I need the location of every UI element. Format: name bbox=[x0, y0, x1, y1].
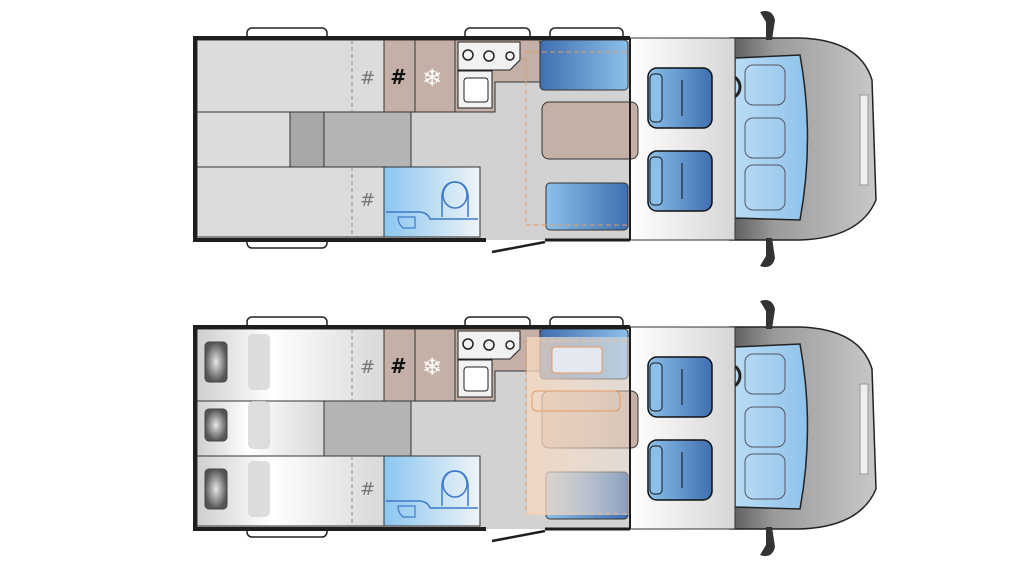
sink-basin bbox=[463, 77, 489, 103]
bathroom bbox=[383, 166, 481, 238]
mirror-left bbox=[760, 11, 775, 40]
driver-seat-front bbox=[744, 353, 786, 395]
passenger-seat-front-2 bbox=[744, 453, 786, 500]
grille bbox=[859, 94, 869, 186]
wardrobe-hatch-icon: # bbox=[390, 65, 406, 89]
washbasin-icon bbox=[386, 500, 478, 509]
grille bbox=[859, 383, 869, 475]
washbasin-icon bbox=[386, 211, 478, 220]
bed-bolster bbox=[248, 401, 270, 449]
cab bbox=[629, 300, 877, 556]
passenger-seat-front-2 bbox=[744, 164, 786, 211]
bed-lower bbox=[196, 166, 385, 238]
snowflake-icon: ❄ bbox=[422, 64, 442, 92]
burner-icon bbox=[505, 51, 515, 61]
bed-bolster bbox=[248, 461, 270, 517]
sink-basin bbox=[463, 366, 489, 392]
dinette-table bbox=[541, 101, 639, 160]
passenger-seat-front bbox=[744, 406, 786, 448]
mirror-left bbox=[760, 300, 775, 329]
hatch-icon-upper: # bbox=[360, 68, 375, 89]
step bbox=[289, 111, 325, 168]
dinette bbox=[525, 39, 639, 231]
burner-icon bbox=[483, 50, 495, 62]
hob bbox=[457, 41, 521, 71]
bench-seat-lower bbox=[545, 182, 629, 231]
outer-wall bbox=[193, 325, 630, 531]
pillow-icon bbox=[204, 341, 228, 383]
mirror-right bbox=[760, 238, 775, 267]
bed-bolster bbox=[248, 334, 270, 390]
outer-wall bbox=[193, 36, 630, 242]
hatch-icon-lower: # bbox=[360, 190, 375, 211]
cab-seat-left bbox=[647, 67, 713, 129]
floor-plan-night: # # # ❄ bbox=[193, 300, 877, 556]
burner-icon bbox=[462, 49, 474, 61]
pillow-icon bbox=[204, 408, 228, 442]
hatch-icon-lower: # bbox=[360, 479, 375, 500]
windshield bbox=[734, 54, 809, 221]
dinette bbox=[525, 328, 639, 520]
wardrobe-hatch-icon: # bbox=[390, 354, 406, 378]
mirror-right bbox=[760, 527, 775, 556]
bench-seat-upper bbox=[539, 39, 629, 91]
garage-floor bbox=[323, 111, 412, 168]
burner-icon bbox=[505, 340, 515, 350]
bathroom bbox=[383, 455, 481, 527]
cab-seat-right bbox=[647, 439, 713, 501]
driver-seat-front bbox=[744, 64, 786, 106]
burner-icon bbox=[483, 339, 495, 351]
bed-bolster bbox=[531, 390, 621, 412]
snowflake-icon: ❄ bbox=[422, 353, 442, 381]
floor-plan-day: # # # ❄ bbox=[193, 11, 877, 267]
entry-door[interactable] bbox=[491, 240, 546, 254]
passenger-seat-front bbox=[744, 117, 786, 159]
bed-lower bbox=[196, 455, 385, 527]
cab bbox=[629, 11, 877, 267]
pillow-icon bbox=[551, 346, 603, 374]
fridge bbox=[414, 328, 456, 402]
cab-seat-left bbox=[647, 356, 713, 418]
wardrobe bbox=[383, 328, 416, 402]
pillow-icon bbox=[204, 468, 228, 510]
bed-middle bbox=[196, 111, 291, 168]
cab-seat-right bbox=[647, 150, 713, 212]
orange-bed-outline bbox=[525, 51, 631, 226]
garage-floor bbox=[323, 400, 412, 457]
bed-upper bbox=[196, 39, 385, 113]
hatch-icon-upper: # bbox=[360, 357, 375, 378]
wardrobe bbox=[383, 39, 416, 113]
bed-upper bbox=[196, 328, 385, 402]
hob bbox=[457, 330, 521, 360]
burner-icon bbox=[462, 338, 474, 350]
windshield bbox=[734, 343, 809, 510]
entry-door[interactable] bbox=[491, 529, 546, 543]
